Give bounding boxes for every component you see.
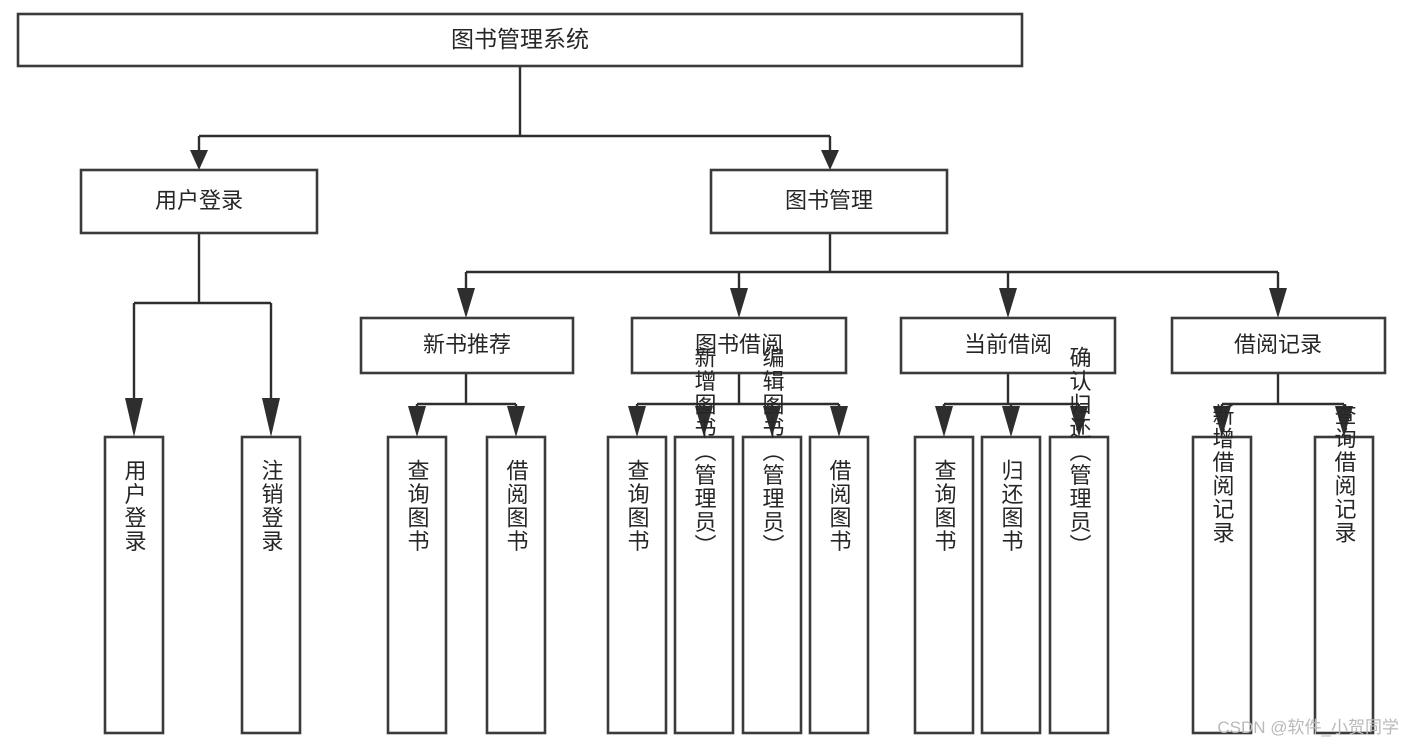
arrow-head-leaf-new-book-2 — [507, 406, 525, 437]
node-book-management[interactable]: 图书管理 — [709, 168, 949, 235]
leaf-book-borrow-add[interactable]: 新增图书（管理员） — [673, 346, 735, 735]
arrow-head-leaf-book-borrow-4 — [830, 406, 848, 437]
node-book-borrow-box — [630, 316, 848, 375]
leaf-book-borrow-edit[interactable]: 编辑图书（管理员） — [741, 346, 803, 735]
leaf-box — [103, 435, 165, 735]
node-book-management-box — [709, 168, 949, 235]
leaf-label: 查询借阅记录 — [1332, 404, 1357, 545]
leaf-label: 新增借阅记录 — [1210, 404, 1235, 545]
arrow-head-leaf-book-borrow-3 — [763, 406, 781, 437]
leaf-label: 查询图书 — [625, 459, 650, 553]
arrow-head-leaf-book-borrow-1 — [628, 406, 646, 437]
node-new-book-recommend-box — [359, 316, 575, 375]
node-user-login[interactable]: 用户登录 — [79, 168, 319, 235]
leaf-box — [1313, 435, 1375, 735]
leaf-label: 注销登录 — [259, 459, 284, 553]
leaf-user-login-login[interactable]: 用户登录 — [103, 435, 165, 735]
arrow-head-leaf-user-login-1 — [125, 398, 143, 437]
leaf-current-borrow-return[interactable]: 归还图书 — [980, 435, 1042, 735]
node-current-borrow-box — [899, 316, 1117, 375]
leaf-box — [1191, 435, 1253, 735]
node-root-system[interactable]: 图书管理系统 — [16, 12, 1024, 68]
leaf-current-borrow-confirm[interactable]: 确认归还（管理员） — [1048, 346, 1110, 735]
leaf-label: 用户登录 — [122, 459, 147, 553]
leaf-borrow-record-add[interactable]: 新增借阅记录 — [1191, 404, 1253, 735]
node-root-label: 图书管理系统 — [451, 26, 589, 52]
leaf-box — [741, 435, 803, 735]
leaf-box — [673, 435, 735, 735]
arrow-head-leaf-borrow-record-1 — [1213, 406, 1231, 437]
node-current-borrow[interactable]: 当前借阅 — [899, 316, 1117, 375]
node-user-login-box — [79, 168, 319, 235]
arrow-head-leaf-current-borrow-3 — [1070, 406, 1088, 437]
node-borrow-record-box — [1170, 316, 1387, 375]
arrow-head-borrow-record — [1269, 288, 1287, 318]
leaf-book-borrow-borrow[interactable]: 借阅图书 — [808, 435, 870, 735]
node-book-borrow-label: 图书借阅 — [695, 332, 783, 357]
leaf-box — [808, 435, 870, 735]
leaf-new-book-query[interactable]: 查询图书 — [386, 435, 448, 735]
leaf-user-login-logout[interactable]: 注销登录 — [240, 435, 302, 735]
arrow-head-new-book — [457, 288, 475, 318]
leaf-book-borrow-query[interactable]: 查询图书 — [606, 435, 668, 735]
leaf-box — [240, 435, 302, 735]
node-borrow-record-label: 借阅记录 — [1234, 332, 1322, 357]
leaf-box — [913, 435, 975, 735]
node-new-book-recommend-label: 新书推荐 — [423, 332, 511, 357]
leaf-label: 查询图书 — [932, 459, 957, 553]
node-borrow-record[interactable]: 借阅记录 — [1170, 316, 1387, 375]
leaf-box — [606, 435, 668, 735]
leaf-label: 借阅图书 — [504, 459, 529, 553]
leaf-label: 新增图书（管理员） — [692, 346, 717, 558]
node-current-borrow-label: 当前借阅 — [964, 332, 1052, 357]
arrow-head-leaf-current-borrow-2 — [1002, 406, 1020, 437]
arrow-head-leaf-borrow-record-2 — [1335, 406, 1353, 437]
leaf-borrow-record-query[interactable]: 查询借阅记录 — [1313, 404, 1375, 735]
leaf-label: 确认归还（管理员） — [1067, 346, 1092, 558]
leaf-box — [1048, 435, 1110, 735]
leaf-current-borrow-query[interactable]: 查询图书 — [913, 435, 975, 735]
arrow-head-leaf-new-book-1 — [408, 406, 426, 437]
node-new-book-recommend[interactable]: 新书推荐 — [359, 316, 575, 375]
leaf-label: 归还图书 — [999, 459, 1024, 553]
leaf-box — [386, 435, 448, 735]
arrow-head-leaf-user-login-2 — [262, 398, 280, 437]
leaf-new-book-borrow[interactable]: 借阅图书 — [485, 435, 547, 735]
node-book-management-label: 图书管理 — [785, 188, 873, 213]
node-root-box — [16, 12, 1024, 68]
arrow-head-user-login — [190, 150, 208, 170]
arrow-head-leaf-current-borrow-1 — [935, 406, 953, 437]
leaf-box — [980, 435, 1042, 735]
arrow-head-book-mgmt — [821, 150, 839, 170]
leaf-label: 查询图书 — [405, 459, 430, 553]
arrow-head-book-borrow — [730, 288, 748, 318]
leaf-box — [485, 435, 547, 735]
arrow-head-leaf-book-borrow-2 — [695, 406, 713, 437]
connector-layer — [125, 66, 1353, 437]
node-book-borrow[interactable]: 图书借阅 — [630, 316, 848, 375]
leaf-label: 借阅图书 — [827, 459, 852, 553]
watermark-text: CSDN @软件_小贺同学 — [1217, 718, 1399, 737]
arrow-head-current-borrow — [999, 288, 1017, 318]
node-user-login-label: 用户登录 — [155, 188, 243, 213]
leaf-label: 编辑图书（管理员） — [760, 346, 785, 558]
